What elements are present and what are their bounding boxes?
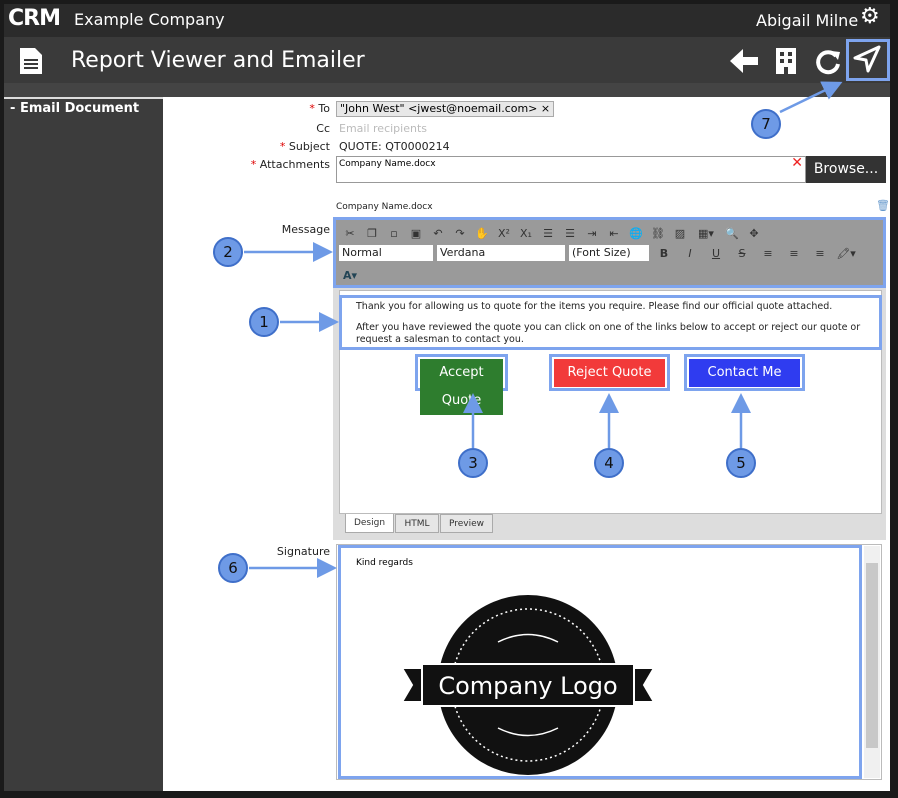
superscript-icon[interactable]: X² — [498, 227, 510, 240]
italic-button[interactable]: I — [688, 246, 692, 260]
toolbar-strip — [4, 83, 890, 97]
tab-design[interactable]: Design — [345, 514, 394, 533]
remove-attachment-icon[interactable]: ✕ — [791, 155, 803, 171]
message-label: Message — [281, 223, 330, 236]
contact-me-button[interactable]: Contact Me — [689, 359, 800, 387]
signature-editor[interactable]: Kind regards — [338, 545, 862, 779]
tab-html[interactable]: HTML — [395, 514, 439, 533]
document-icon — [20, 48, 42, 74]
signature-scrollbar[interactable] — [864, 546, 880, 778]
crm-logo: CRM — [8, 6, 61, 31]
body-paragraph-2: After you have reviewed the quote you ca… — [356, 322, 861, 345]
callout-7: 7 — [751, 109, 781, 139]
bold-button[interactable]: B — [659, 246, 669, 260]
sub-header: Report Viewer and Emailer — [4, 37, 890, 83]
callout-3: 3 — [458, 448, 488, 478]
to-value: "John West" <jwest@noemail.com> — [340, 102, 538, 115]
callout-2: 2 — [213, 237, 243, 267]
find-icon[interactable]: 🔍 — [725, 227, 739, 240]
attachment-file: Company Name.docx — [339, 159, 436, 169]
subject-input[interactable]: QUOTE: QT0000214 — [339, 140, 450, 153]
attachment-caption: Company Name.docx — [336, 202, 433, 212]
strikethrough-button[interactable]: S — [738, 246, 746, 260]
toolbar-row-1: ✂ ❐ ▫ ▣ ↶ ↷ ✋ X² X₁ ☰ ☰ ⇥ ⇤ 🌐 ⛓ ▨ ▦▾ 🔍 ✥ — [339, 222, 880, 242]
underline-button[interactable]: U — [711, 246, 721, 260]
refresh-icon[interactable] — [814, 48, 842, 76]
format-painter-icon[interactable]: ✋ — [475, 227, 489, 240]
table-icon[interactable]: ▦▾ — [698, 227, 714, 240]
scrollbar-thumb[interactable] — [866, 563, 878, 748]
back-arrow-icon[interactable] — [728, 47, 760, 75]
to-label: * To — [309, 102, 330, 115]
accept-quote-button[interactable]: Accept Quote — [420, 359, 503, 415]
reject-quote-highlight: Reject Quote — [549, 354, 670, 391]
font-select[interactable]: Verdana — [437, 245, 565, 261]
callout-4: 4 — [594, 448, 624, 478]
paste-icon[interactable]: ▫ — [390, 227, 398, 240]
contact-me-highlight: Contact Me — [684, 354, 805, 391]
subscript-icon[interactable]: X₁ — [520, 227, 532, 240]
message-body-text[interactable]: Thank you for allowing us to quote for t… — [339, 295, 882, 350]
highlight-color-icon[interactable]: 🖍▾ — [836, 246, 856, 260]
browse-button[interactable]: Browse... — [806, 156, 886, 183]
company-logo: Company Logo — [400, 595, 656, 775]
font-size-select[interactable]: (Font Size) — [569, 245, 649, 261]
ordered-list-icon[interactable]: ☰ — [543, 227, 553, 240]
paste-word-icon[interactable]: ▣ — [410, 227, 422, 240]
signature-label: Signature — [276, 545, 330, 558]
tab-preview[interactable]: Preview — [440, 514, 493, 533]
attachments-label: * Attachments — [250, 158, 330, 171]
to-recipient-chip[interactable]: "John West" <jwest@noemail.com> × — [336, 101, 555, 117]
accept-quote-highlight: Accept Quote — [415, 354, 508, 415]
link-icon[interactable]: 🌐 — [629, 227, 643, 240]
send-icon — [853, 45, 881, 73]
top-bar: CRM Example Company Abigail Milne ⚙ — [4, 4, 890, 37]
toolbar-row-2: Normal Verdana (Font Size) B I U S ≡ ≡ ≡ 🖍▾ — [339, 242, 880, 264]
gear-icon[interactable]: ⚙ — [860, 4, 880, 29]
page-title: Report Viewer and Emailer — [71, 48, 365, 73]
cc-label: Cc — [316, 122, 330, 135]
body-paragraph-1: Thank you for allowing us to quote for t… — [356, 301, 833, 312]
cc-input[interactable]: Email recipients — [339, 122, 427, 135]
sidebar-item-label: Email Document — [19, 101, 140, 116]
outdent-icon[interactable]: ⇤ — [609, 227, 619, 240]
company-name: Example Company — [74, 10, 225, 29]
signature-text: Kind regards — [356, 558, 413, 568]
remove-recipient-icon[interactable]: × — [540, 102, 551, 115]
attachments-box: Company Name.docx ✕ — [336, 155, 806, 183]
format-select[interactable]: Normal — [339, 245, 433, 261]
callout-1: 1 — [249, 307, 279, 337]
logo-text: Company Logo — [438, 672, 617, 700]
subject-label: * Subject — [279, 140, 330, 153]
send-button[interactable] — [846, 39, 890, 81]
align-right-icon[interactable]: ≡ — [815, 246, 825, 260]
undo-icon[interactable]: ↶ — [433, 227, 443, 240]
sidebar: - Email Document — [4, 97, 163, 791]
align-center-icon[interactable]: ≡ — [789, 246, 799, 260]
redo-icon[interactable]: ↷ — [455, 227, 465, 240]
user-name[interactable]: Abigail Milne — [756, 11, 859, 30]
indent-icon[interactable]: ⇥ — [587, 227, 597, 240]
callout-5: 5 — [726, 448, 756, 478]
font-color-icon[interactable]: A▾ — [342, 269, 358, 282]
building-icon[interactable] — [774, 46, 798, 76]
toolbar-row-3: A▾ — [339, 264, 880, 282]
sidebar-item-email-document[interactable]: - Email Document — [4, 99, 163, 118]
copy-icon[interactable]: ❐ — [367, 227, 377, 240]
editor-toolbar: ✂ ❐ ▫ ▣ ↶ ↷ ✋ X² X₁ ☰ ☰ ⇥ ⇤ 🌐 ⛓ ▨ ▦▾ 🔍 ✥ Normal Verdana (F… — [333, 217, 886, 288]
fullscreen-icon[interactable]: ✥ — [749, 227, 759, 240]
trash-icon[interactable]: 🗑 — [876, 199, 890, 212]
reject-quote-button[interactable]: Reject Quote — [554, 359, 665, 387]
cut-icon[interactable]: ✂ — [345, 227, 355, 240]
signature-frame — [336, 544, 882, 780]
align-left-icon[interactable]: ≡ — [763, 246, 773, 260]
unlink-icon[interactable]: ⛓ — [651, 227, 665, 240]
bullet-list-icon[interactable]: ☰ — [565, 227, 575, 240]
callout-6: 6 — [218, 553, 248, 583]
image-icon[interactable]: ▨ — [674, 227, 686, 240]
collapse-icon: - — [10, 101, 16, 116]
